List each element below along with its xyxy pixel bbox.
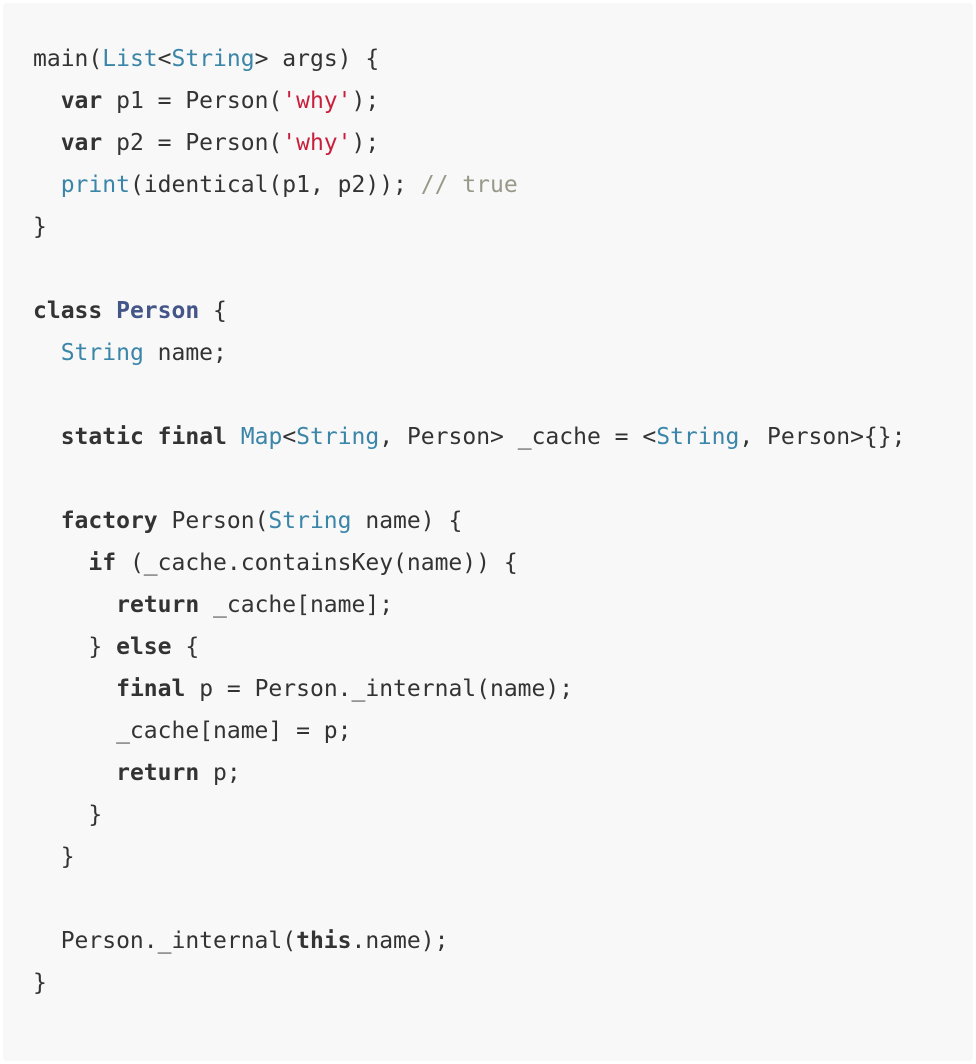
code-token-plain: < bbox=[157, 46, 172, 72]
code-token-plain: { bbox=[171, 634, 200, 660]
code-token-kw: var bbox=[60, 130, 103, 156]
code-line: _cache[name] = p; bbox=[33, 710, 905, 752]
code-token-plain: Person._internal( bbox=[33, 928, 297, 954]
code-line: main(List<String> args) { bbox=[33, 38, 905, 80]
code-token-plain bbox=[33, 130, 61, 156]
code-line: ​ bbox=[33, 458, 905, 500]
code-token-plain bbox=[33, 424, 61, 450]
code-token-kw: final bbox=[116, 676, 186, 702]
code-token-plain bbox=[33, 760, 116, 786]
code-line: var p1 = Person('why'); bbox=[33, 80, 905, 122]
code-token-type: String bbox=[171, 46, 255, 72]
code-token-plain: } bbox=[33, 214, 47, 240]
code-token-plain: , Person> _cache = < bbox=[379, 424, 657, 450]
code-token-str: 'why' bbox=[282, 130, 352, 156]
code-line: ​ bbox=[33, 374, 905, 416]
code-line: factory Person(String name) { bbox=[33, 500, 905, 542]
code-token-plain: (_cache.containsKey(name)) { bbox=[116, 550, 518, 576]
code-token-type: String bbox=[268, 508, 352, 534]
code-token-kw: var bbox=[60, 88, 103, 114]
code-token-plain: } bbox=[33, 844, 75, 870]
code-token-plain bbox=[227, 424, 241, 450]
code-token-type: List bbox=[102, 46, 158, 72]
code-line: } else { bbox=[33, 626, 905, 668]
code-token-kw: final bbox=[157, 424, 227, 450]
code-token-kw: else bbox=[116, 634, 172, 660]
code-line: static final Map<String, Person> _cache … bbox=[33, 416, 906, 458]
code-token-kw: class bbox=[33, 298, 103, 324]
code-token-plain: p; bbox=[199, 760, 241, 786]
code-token-kw: static bbox=[60, 424, 144, 450]
code-token-plain: } bbox=[33, 634, 117, 660]
code-line: } bbox=[33, 794, 905, 836]
code-token-plain: p1 = Person( bbox=[102, 88, 283, 114]
code-token-type: String bbox=[296, 424, 380, 450]
code-line: ​ bbox=[33, 248, 905, 290]
code-token-builtin: print bbox=[60, 172, 130, 198]
code-line: return p; bbox=[33, 752, 905, 794]
code-token-plain: _cache[name]; bbox=[199, 592, 394, 618]
code-token-plain bbox=[33, 88, 61, 114]
code-line: String name; bbox=[33, 332, 905, 374]
code-token-title: Person bbox=[116, 298, 200, 324]
code-token-kw: return bbox=[116, 592, 200, 618]
code-token-plain: Person( bbox=[157, 508, 269, 534]
code-token-plain: p2 = Person( bbox=[102, 130, 283, 156]
code-token-plain: name) { bbox=[351, 508, 463, 534]
code-token-kw: factory bbox=[60, 508, 158, 534]
code-token-type: Map bbox=[240, 424, 283, 450]
code-line: } bbox=[33, 962, 905, 1004]
code-token-com: // true bbox=[420, 172, 518, 198]
code-token-plain bbox=[144, 424, 158, 450]
code-token-plain: _cache[name] = p; bbox=[33, 718, 352, 744]
code-line: } bbox=[33, 836, 905, 878]
code-token-plain: name; bbox=[143, 340, 227, 366]
code-token-kw: this bbox=[296, 928, 352, 954]
code-token-plain bbox=[33, 508, 61, 534]
code-token-plain: p = Person._internal(name); bbox=[185, 676, 574, 702]
code-token-plain: , Person>{}; bbox=[739, 424, 906, 450]
code-token-kw: return bbox=[116, 760, 200, 786]
code-line: ​ bbox=[33, 878, 905, 920]
code-token-plain: .name); bbox=[351, 928, 449, 954]
code-token-plain: { bbox=[199, 298, 227, 324]
code-lines: main(List<String> args) { var p1 = Perso… bbox=[33, 38, 905, 1004]
code-token-str: 'why' bbox=[282, 88, 352, 114]
code-token-plain bbox=[102, 298, 116, 324]
code-line: class Person { bbox=[33, 290, 905, 332]
code-token-plain: } bbox=[33, 970, 47, 996]
code-line: var p2 = Person('why'); bbox=[33, 122, 905, 164]
code-line: Person._internal(this.name); bbox=[33, 920, 905, 962]
code-token-kw: if bbox=[88, 550, 117, 576]
code-token-plain: main( bbox=[33, 46, 103, 72]
code-token-plain: (identical(p1, p2)); bbox=[129, 172, 421, 198]
code-token-plain bbox=[33, 592, 116, 618]
code-token-plain bbox=[33, 340, 61, 366]
code-line: } bbox=[33, 206, 905, 248]
code-token-plain: > args) { bbox=[254, 46, 380, 72]
code-token-plain: < bbox=[282, 424, 297, 450]
code-token-type: String bbox=[60, 340, 144, 366]
code-token-plain bbox=[33, 550, 88, 576]
code-token-plain: ); bbox=[351, 88, 380, 114]
code-block: main(List<String> args) { var p1 = Perso… bbox=[3, 3, 973, 1061]
code-token-plain: } bbox=[33, 802, 103, 828]
code-token-plain bbox=[33, 172, 61, 198]
code-line: if (_cache.containsKey(name)) { bbox=[33, 542, 905, 584]
code-line: return _cache[name]; bbox=[33, 584, 905, 626]
code-token-plain: ); bbox=[351, 130, 380, 156]
code-token-type: String bbox=[656, 424, 740, 450]
code-line: print(identical(p1, p2)); // true bbox=[33, 164, 905, 206]
code-line: final p = Person._internal(name); bbox=[33, 668, 905, 710]
code-token-plain bbox=[33, 676, 116, 702]
